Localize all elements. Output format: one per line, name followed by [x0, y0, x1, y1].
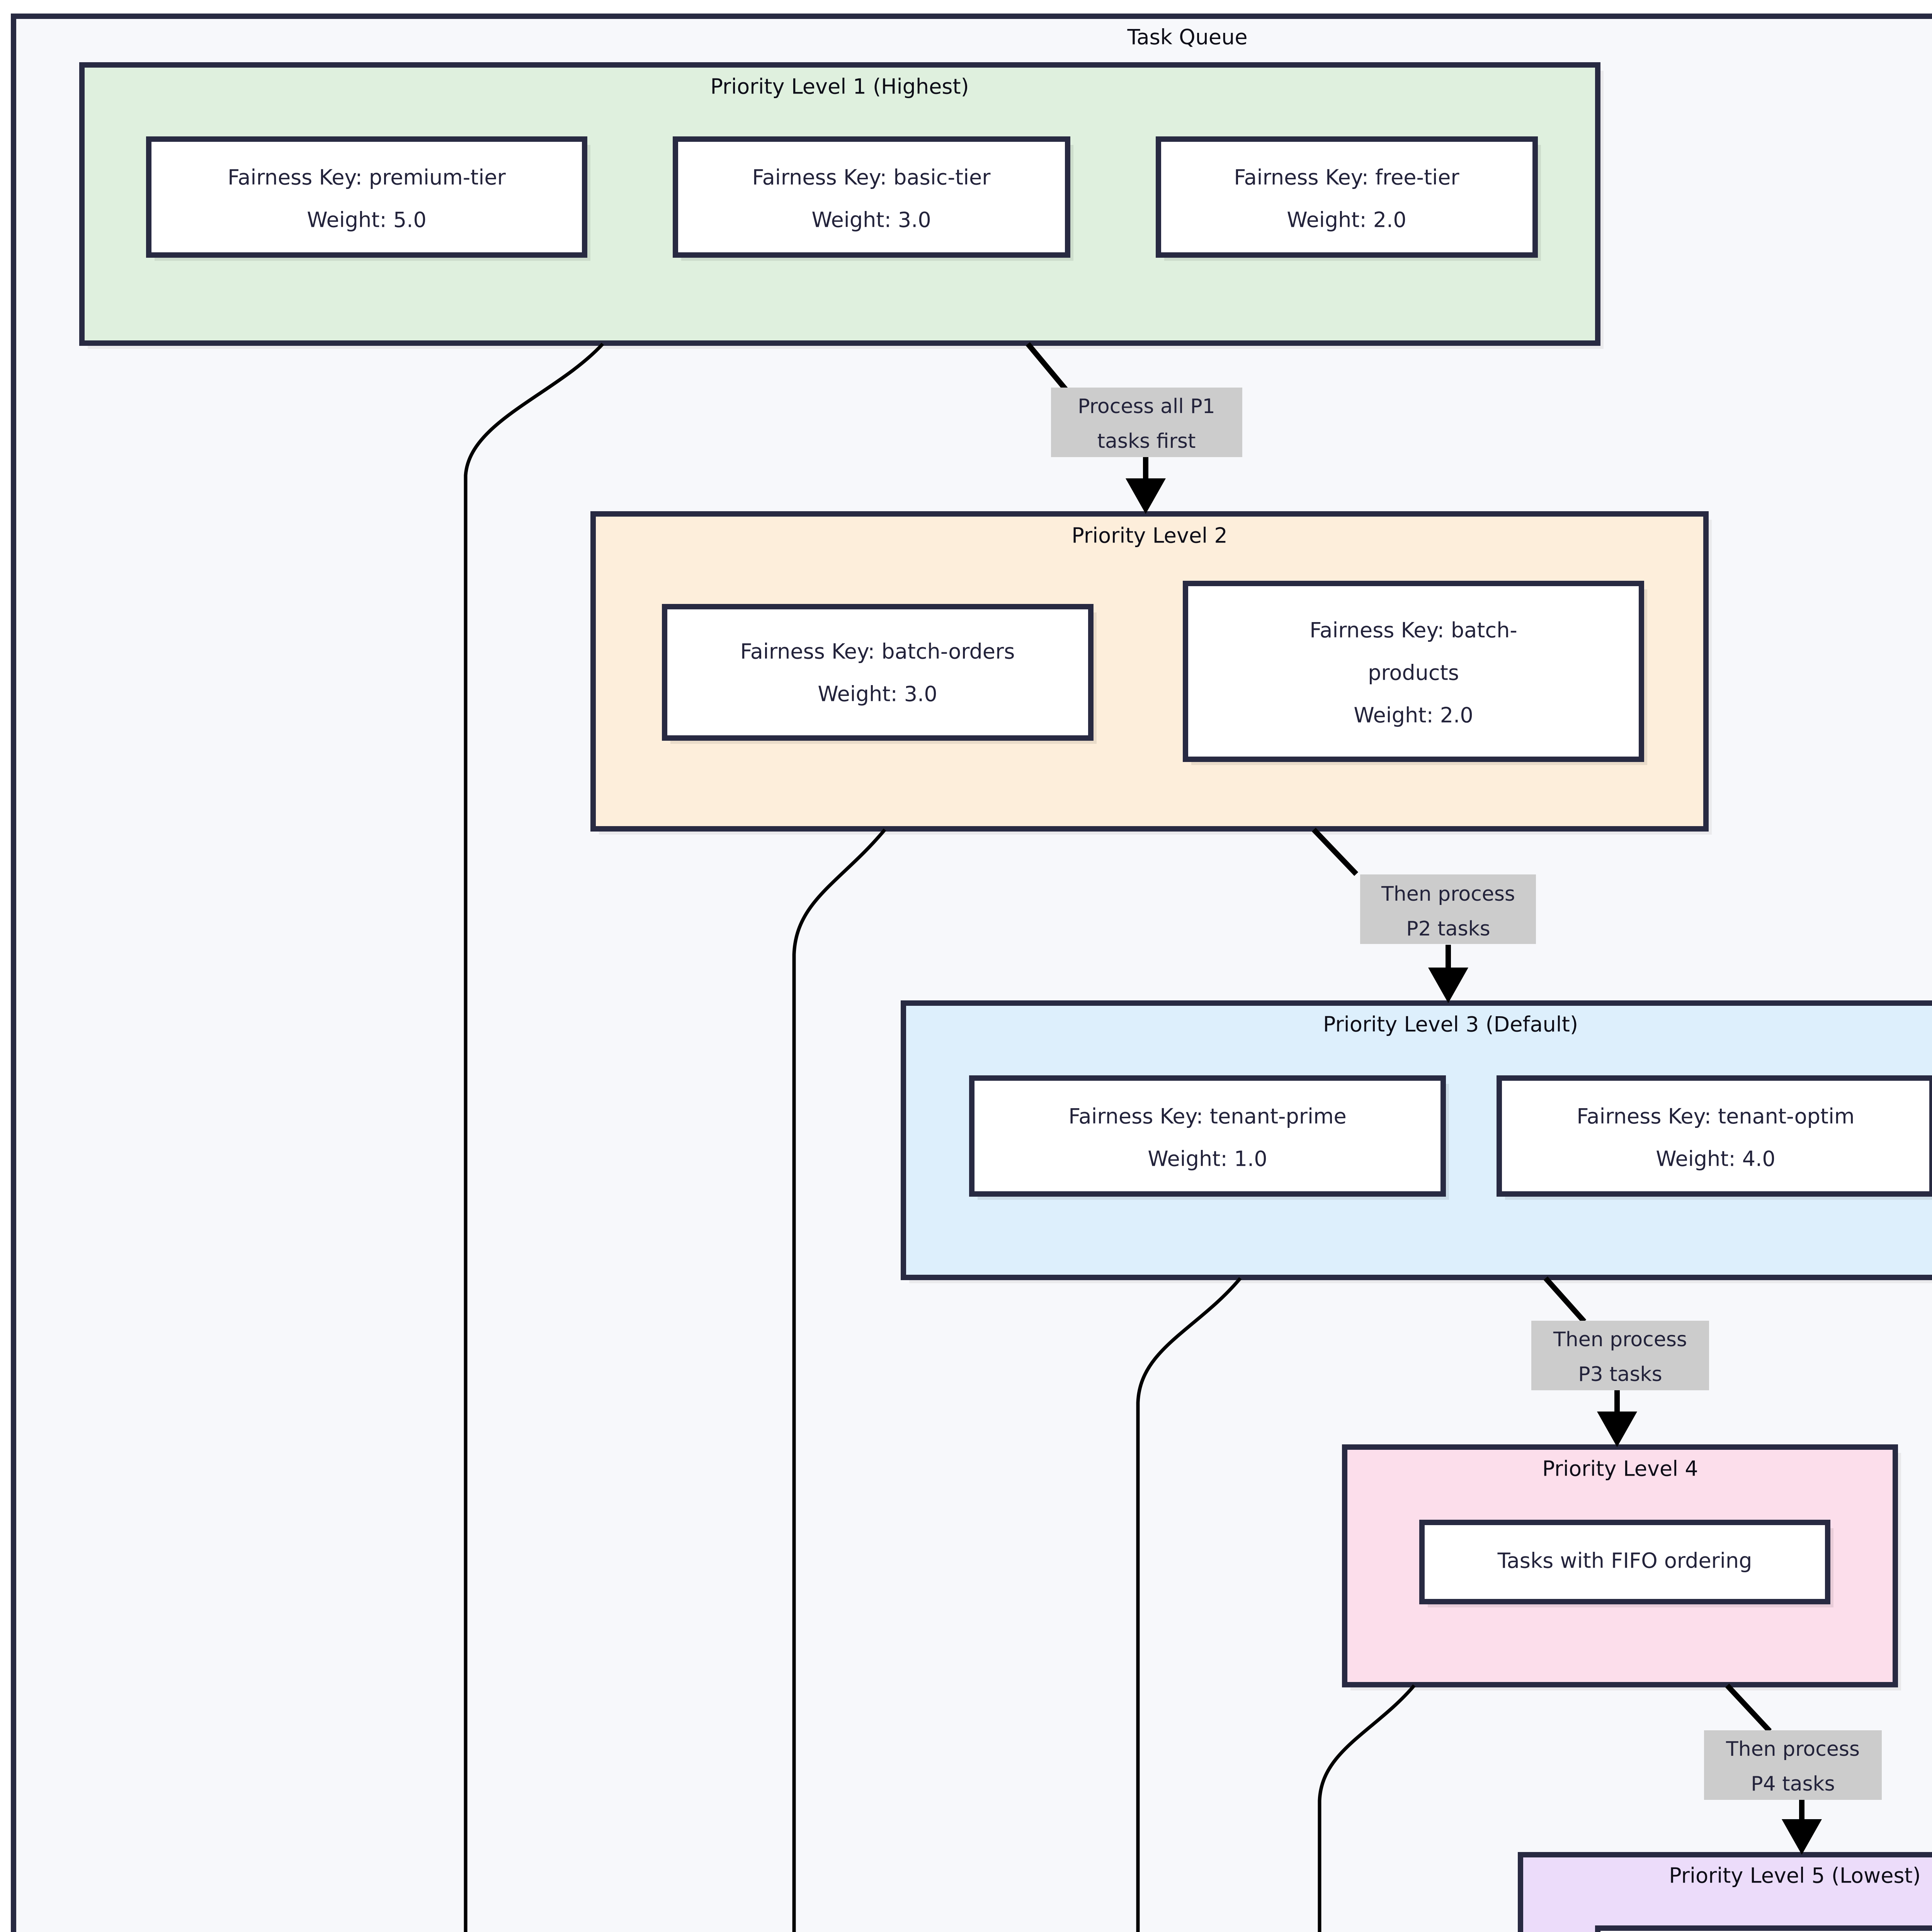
edge-p3-to-p4-arrowhead — [1597, 1412, 1637, 1447]
node-p1a-line1: Fairness Key: premium-tier — [228, 165, 506, 190]
cluster-p1-label: Priority Level 1 (Highest) — [710, 75, 969, 99]
edge-label-3-bg — [1531, 1321, 1709, 1390]
node-p1c[interactable] — [1156, 136, 1538, 258]
edge-label-1-line1: Process all P1 — [1078, 395, 1215, 418]
cluster-p4-label: Priority Level 4 — [1542, 1457, 1698, 1481]
edge-p2-to-p3-stub — [1311, 828, 1359, 876]
cluster-p5-label: Priority Level 5 (Lowest) — [1669, 1864, 1921, 1888]
node-p3b-line2: Weight: 4.0 — [1656, 1147, 1775, 1171]
node-p3a-line1: Fairness Key: tenant-prime — [1068, 1104, 1347, 1129]
cluster-p3-label: Priority Level 3 (Default) — [1323, 1012, 1578, 1037]
node-p2b-line1: Fairness Key: batch- — [1310, 618, 1517, 643]
edge-p2-to-p3-arrowhead — [1428, 968, 1468, 1003]
node-p3a-line2: Weight: 1.0 — [1148, 1147, 1267, 1171]
edge-p3-to-p4-stub — [1543, 1276, 1587, 1323]
edge-label-4-line1: Then process — [1726, 1738, 1860, 1761]
node-p2b[interactable] — [1183, 581, 1644, 762]
node-p1b[interactable] — [673, 136, 1070, 258]
node-p2a-line1: Fairness Key: batch-orders — [740, 639, 1015, 664]
cluster-p5[interactable] — [1518, 1852, 1932, 1932]
node-p1b-line2: Weight: 3.0 — [811, 208, 931, 232]
edge-label-1-line2: tasks first — [1097, 430, 1196, 453]
task-queue-title: Task Queue — [1127, 25, 1247, 49]
node-p2b-line3: Weight: 2.0 — [1354, 703, 1473, 728]
node-p1c-line2: Weight: 2.0 — [1287, 208, 1406, 232]
edge-label-2-line2: P2 tasks — [1406, 917, 1490, 940]
node-p2a-line2: Weight: 3.0 — [818, 682, 937, 706]
edge-p2-to-workers — [792, 828, 886, 1932]
node-p1b-line1: Fairness Key: basic-tier — [752, 165, 991, 190]
edge-p1-to-workers — [464, 342, 604, 1932]
edge-label-1-bg — [1051, 388, 1242, 457]
edge-p4-to-workers — [1318, 1684, 1416, 1932]
node-p3a[interactable] — [969, 1075, 1446, 1197]
edge-label-2-line1: Then process — [1381, 883, 1515, 906]
node-p2b-line2: products — [1368, 661, 1459, 685]
edge-p3-to-workers — [1136, 1277, 1242, 1932]
edge-p1-to-p2-arrowhead — [1126, 478, 1166, 514]
edge-label-2-bg — [1360, 874, 1536, 944]
node-p1a-line2: Weight: 5.0 — [307, 208, 426, 232]
cluster-p2-label: Priority Level 2 — [1071, 524, 1227, 548]
node-p1c-line1: Fairness Key: free-tier — [1234, 165, 1459, 190]
edge-label-4-bg — [1704, 1730, 1882, 1800]
edge-p1-to-p2-stub — [1026, 342, 1069, 392]
node-p4a[interactable] — [1419, 1520, 1830, 1604]
edge-p4-to-p5-arrowhead — [1782, 1819, 1822, 1855]
node-p1a[interactable] — [146, 136, 587, 258]
edge-label-4-line2: P4 tasks — [1751, 1772, 1835, 1796]
node-p2a[interactable] — [662, 604, 1094, 741]
node-p4a-line1: Tasks with FIFO ordering — [1497, 1549, 1752, 1573]
edge-p4-to-p5-stub — [1725, 1684, 1772, 1733]
node-p5a[interactable] — [1595, 1925, 1932, 1932]
edge-label-3-line1: Then process — [1553, 1328, 1687, 1351]
node-p3b[interactable] — [1497, 1075, 1932, 1197]
edge-label-3-line2: P3 tasks — [1578, 1363, 1662, 1386]
node-p3b-line1: Fairness Key: tenant-optim — [1577, 1104, 1854, 1129]
